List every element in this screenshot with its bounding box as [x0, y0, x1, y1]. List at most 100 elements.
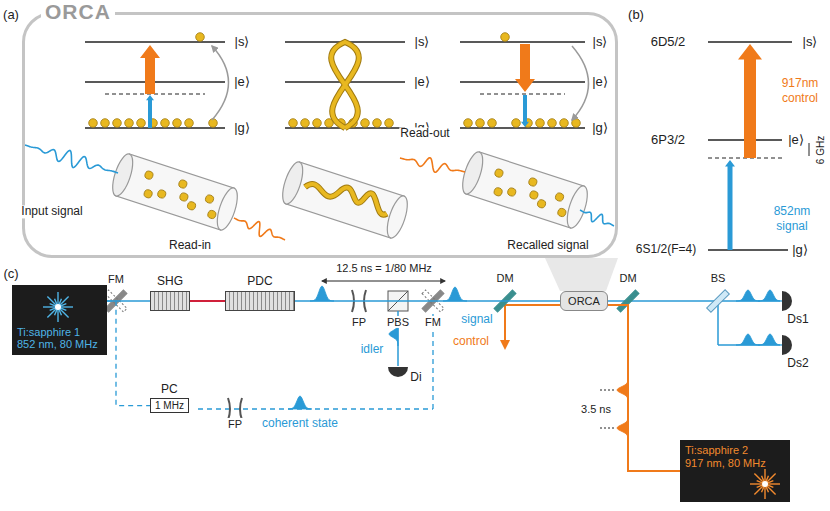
figure-label: 12.5 ns = 1/80 MHz [335, 262, 433, 274]
control-arrow [140, 45, 160, 94]
signal-pulse [736, 290, 760, 301]
coherent-state-beam [198, 408, 433, 409]
node-title: Ti:sapphire 1 [17, 326, 80, 339]
cell-window [279, 160, 307, 207]
figure-label: control [781, 92, 819, 105]
atom-dot [301, 119, 310, 128]
figure-label: control [452, 335, 490, 348]
signal-pulse [758, 290, 782, 301]
atom-dot [289, 119, 298, 128]
atom-dot [137, 119, 146, 128]
node-title: PDC [247, 275, 272, 289]
figure-label: Di [409, 371, 422, 384]
cell-body [116, 154, 234, 230]
memory-box: ORCA [560, 291, 608, 311]
atom-dot [476, 119, 485, 128]
figure-label: FM [107, 273, 125, 285]
atom-dot [207, 209, 217, 219]
beam-splitter [707, 290, 730, 313]
atom-dot [361, 119, 370, 128]
cell-body [466, 152, 584, 228]
figure-label: FP [351, 316, 367, 328]
figure-label: |s⟩ [592, 35, 609, 49]
figure-label: |g⟩ [233, 121, 251, 135]
vapour-cell [279, 160, 412, 241]
figure-label: Input signal [20, 205, 83, 218]
control-pulse [234, 218, 285, 240]
signal-pulse [580, 210, 614, 226]
cell-window [563, 184, 591, 231]
atom-dot [385, 119, 394, 128]
control-pulse [400, 158, 465, 172]
signal-beam [717, 301, 719, 345]
transfer-arrow [572, 46, 589, 120]
atom-dot [464, 119, 473, 128]
atom-dot [179, 192, 189, 202]
zoom-wedge [545, 258, 618, 291]
cell-window [459, 150, 487, 197]
atom-dot [89, 119, 98, 128]
energy-level [708, 41, 792, 43]
figure-label: |e⟩ [233, 75, 251, 89]
atom-dot [209, 119, 218, 128]
figure-label: BS [710, 272, 727, 284]
node-title: Ti:sapphire 2 [685, 444, 748, 457]
atom-dot [113, 119, 122, 128]
beam-path [190, 300, 225, 302]
figure-label: 917nm [781, 77, 820, 90]
node-title: PC [161, 383, 178, 397]
crystal-box: SHG [150, 291, 190, 311]
vapour-cell [459, 150, 592, 231]
beam-path [608, 305, 680, 471]
figure-label: |e⟩ [787, 133, 805, 147]
detuning-marker [809, 143, 810, 156]
atom-dot [143, 189, 153, 199]
cell-window [383, 194, 411, 241]
atom-dot [144, 170, 154, 180]
figure-label: 6S1/2(F=4) [635, 243, 697, 256]
laser-box: Ti:sapphire 1852 nm, 80 MHz [12, 285, 107, 355]
transfer-arrow [212, 46, 229, 120]
figure-label: 6 GHz [815, 135, 826, 165]
atom-dot [536, 119, 545, 128]
control-arrow [738, 44, 762, 158]
atom-dot [185, 119, 194, 128]
atom-dot [537, 199, 547, 209]
figure-label: |s⟩ [802, 35, 819, 49]
atom-dot [373, 119, 382, 128]
atom-dot [507, 187, 517, 197]
control-pulse [617, 378, 628, 402]
energy-level [85, 41, 225, 43]
coherent-state-pulse [288, 396, 312, 409]
atom-dot [161, 119, 170, 128]
atom-dot [501, 33, 510, 42]
detector [388, 367, 408, 377]
control-arrow [515, 44, 535, 92]
spin-wave [304, 173, 391, 215]
figure-label: 6D5/2 [650, 35, 687, 49]
figure-label: FM [424, 316, 442, 328]
energy-level [708, 249, 788, 251]
signal-pulse [758, 334, 782, 345]
figure-label: |s⟩ [234, 35, 251, 49]
node-detail: 917 nm, 80 MHz [685, 457, 766, 470]
figure-label: signal [460, 313, 493, 326]
energy-level [460, 41, 585, 43]
atom-dot [157, 189, 167, 199]
cell-body [286, 162, 404, 238]
laser-core [762, 481, 768, 487]
control-beam [505, 304, 560, 306]
node-title: SHG [157, 275, 183, 289]
control-pulse [617, 416, 628, 440]
figure-label: 6P3/2 [650, 133, 686, 147]
node-detail: 852 nm, 80 MHz [17, 338, 98, 351]
node-detail: 1 MHz [150, 398, 189, 414]
spacing-marker [600, 428, 616, 429]
signal-arrow [146, 95, 154, 128]
signal-pulse [443, 287, 467, 301]
figure-label: |e⟩ [591, 75, 609, 89]
coherence-loop [331, 42, 359, 128]
atom-dot [528, 177, 538, 187]
figure-label: Ds2 [786, 357, 809, 370]
